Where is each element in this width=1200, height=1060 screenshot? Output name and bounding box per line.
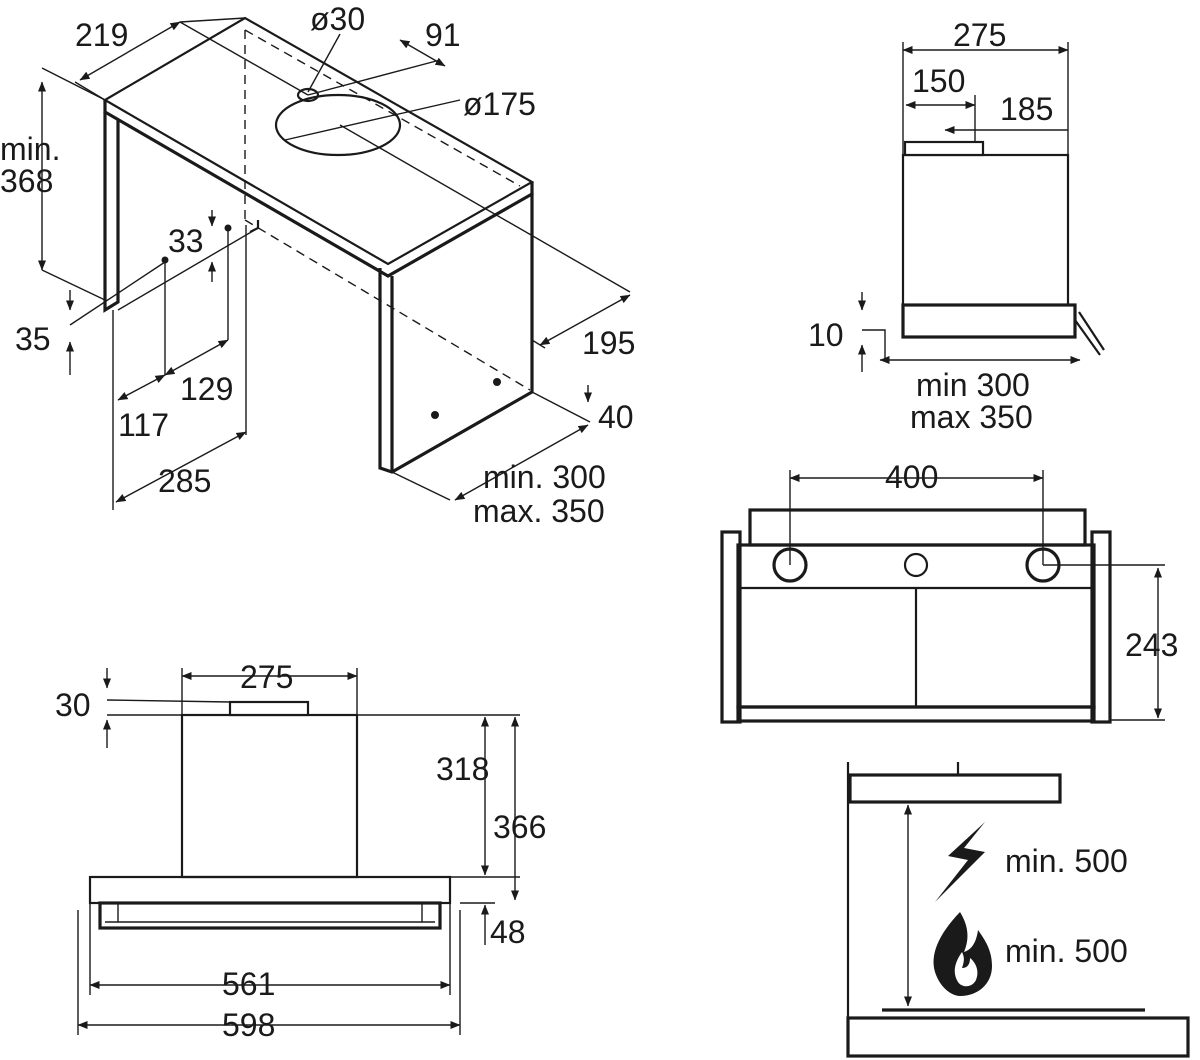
side-label-185: 185 [1000,91,1053,127]
front-outlet [228,700,310,717]
dim-368-ext-top [41,67,106,101]
front-dim-275-ext [181,668,358,715]
flame-icon-inner [954,952,978,987]
front-view: 30 275 318 366 48 561 598 [55,659,546,1043]
side-label-depth-min: min 300 [916,367,1030,403]
mount-point-2 [493,378,501,386]
front-visor-detail [105,903,435,923]
label-129: 129 [180,371,233,407]
screw-point-left [161,256,169,264]
label-min: min. [0,131,60,167]
side-dim-275-ext [902,42,1069,155]
label-gas-min: min. 500 [1005,933,1128,969]
label-o175: ø175 [463,86,536,122]
hidden-line-back-top [244,29,521,187]
dim-195-ext [531,339,546,349]
label-electric-min: min. 500 [1005,843,1128,879]
dim-35-ext [69,261,166,326]
dim-195-line [539,294,631,346]
front-dim-30-ext [106,699,231,716]
label-depth-max: max. 350 [473,493,605,529]
label-195: 195 [582,325,635,361]
label-40: 40 [598,399,634,435]
hidden-line-back-bottom [244,219,531,391]
dim-91-arrow [399,39,446,67]
side-chimney [901,153,1070,307]
label-o30: ø30 [310,1,365,37]
mount-rail-line [117,227,259,311]
dim-219-line [79,21,181,81]
cabinet-left-panel [103,112,120,313]
front-label-318: 318 [436,751,489,787]
front-label-561: 561 [222,966,275,1002]
front-label-598: 598 [222,1007,275,1043]
dim-129-line [164,339,229,376]
lightning-icon [935,822,985,902]
label-243: 243 [1125,627,1178,663]
front-label-30: 30 [55,687,91,723]
clearance-hob [846,1016,1190,1058]
side-label-depth-max: max 350 [910,399,1033,435]
leader-o30 [307,33,341,93]
leader-center-ext [339,124,631,293]
duct-hole-small [296,87,320,103]
side-view: 275 150 185 10 min 300 max 350 [808,17,1105,435]
label-91: 91 [425,17,461,53]
label-33: 33 [168,223,204,259]
right-wall-bracket [1090,530,1112,724]
side-label-10: 10 [808,317,844,353]
isometric-cabinet-view: 219 ø30 91 ø175 min. 368 33 35 129 117 2… [0,1,635,529]
side-label-150: 150 [912,63,965,99]
front-dim-598-ext [77,910,461,1035]
dim-depth-ext [391,471,451,501]
front-label-48: 48 [490,914,526,950]
label-219: 219 [75,17,128,53]
front-chimney [180,713,359,879]
front-hood-visor [98,901,442,930]
cabinet-top-edge [103,100,534,278]
mount-rail-corner [249,220,260,233]
label-400: 400 [885,459,938,495]
side-outlet [903,140,985,157]
front-label-366: 366 [493,809,546,845]
dim-117-line [117,374,166,401]
front-dim-height-ext [357,714,520,904]
leader-o30-ext [179,21,309,96]
dim-40-ext [531,391,591,423]
clearance-hood [848,773,1062,804]
dim-243-ext [1043,564,1165,721]
label-368: 368 [0,163,53,199]
front-top-view: 400 243 [720,459,1178,724]
dim-368-ext-bottom [41,269,106,301]
left-wall-bracket [720,530,742,724]
front-label-275: 275 [240,659,293,695]
side-visor [1074,311,1105,356]
side-label-275: 275 [953,17,1006,53]
dim-400-ext [789,470,1044,565]
duct-hole-large [274,93,402,157]
label-35: 35 [15,321,51,357]
front-dim-561-ext [89,903,451,995]
label-285: 285 [158,463,211,499]
dim-depth-line [454,424,589,501]
hole-center [903,552,929,578]
leader-o175 [284,99,461,141]
front-hood-top [88,875,452,905]
dim-219-ext2 [179,17,246,23]
screw-point-right [224,224,232,232]
side-hood-body [901,303,1077,339]
label-117: 117 [118,407,169,443]
top-rail [748,508,1087,547]
cabinet-divider [738,586,1094,707]
mount-point-1 [431,411,439,419]
label-depth-min: min. 300 [483,459,606,495]
dim-285-line [115,431,247,503]
clearance-view: min. 500 min. 500 [846,762,1190,1058]
side-dim-10-ext [862,329,886,360]
cabinet-bottom [736,705,1096,723]
